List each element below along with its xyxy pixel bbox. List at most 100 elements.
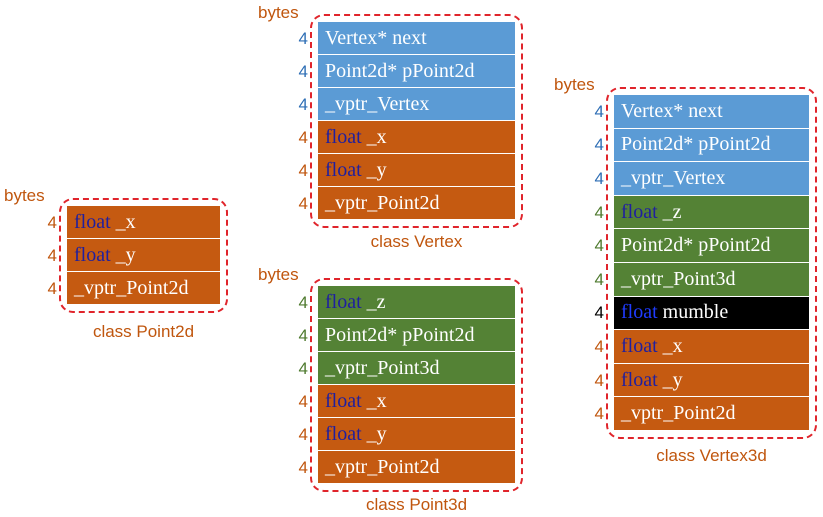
byte-size: 4: [298, 325, 308, 345]
member-name: _x: [657, 334, 683, 357]
type-keyword: float: [621, 368, 658, 391]
member-name: Point2d* pPoint2d: [621, 133, 771, 156]
type-keyword: float: [621, 200, 658, 223]
member-row: float _z: [614, 195, 809, 230]
bytes-label: bytes: [258, 265, 299, 284]
member-name: _vptr_Vertex: [325, 92, 430, 115]
member-row: _vptr_Point2d: [318, 451, 515, 484]
member-row: _vptr_Vertex: [318, 88, 515, 121]
byte-size: 4: [594, 303, 604, 323]
type-keyword: float: [621, 334, 658, 357]
member-name: _vptr_Point3d: [325, 356, 440, 379]
member-name: Vertex* next: [621, 99, 723, 122]
member-name: _x: [361, 125, 387, 148]
byte-size: 4: [298, 61, 308, 81]
dashed-frame: [606, 87, 817, 439]
type-keyword: float: [74, 243, 111, 266]
dashed-frame: [310, 14, 523, 228]
member-row: float mumble: [614, 296, 809, 331]
byte-size: 4: [594, 202, 604, 222]
byte-size: 4: [594, 169, 604, 188]
member-row: float _x: [67, 206, 220, 239]
member-name: _z: [361, 290, 386, 313]
type-keyword: float: [621, 301, 658, 324]
byte-size: 4: [298, 127, 308, 147]
member-row: float _y: [318, 154, 515, 187]
byte-size: 4: [47, 278, 57, 298]
member-name: _vptr_Point2d: [74, 276, 189, 299]
member-name: Point2d* pPoint2d: [325, 323, 475, 346]
member-row: _vptr_Point2d: [67, 272, 220, 305]
member-row: _vptr_Point2d: [318, 187, 515, 220]
member-name: _y: [361, 158, 387, 181]
byte-size: 4: [594, 135, 604, 155]
type-keyword: float: [325, 158, 362, 181]
member-name: _y: [657, 368, 683, 391]
byte-size: 4: [298, 94, 308, 114]
member-row: float _y: [67, 239, 220, 272]
member-row: _vptr_Point2d: [614, 397, 809, 431]
byte-size: 4: [47, 245, 57, 265]
member-name: _vptr_Point2d: [325, 455, 440, 478]
member-row: Point2d* pPoint2d: [614, 128, 809, 163]
byte-size: 4: [298, 292, 308, 312]
member-name: _vptr_Point2d: [621, 402, 736, 425]
byte-size: 4: [594, 101, 604, 121]
byte-size: 4: [298, 160, 308, 180]
member-row: float _x: [318, 121, 515, 154]
member-name: Point2d* pPoint2d: [621, 234, 771, 257]
member-row: _vptr_Point3d: [614, 263, 809, 297]
member-name: _x: [110, 210, 136, 233]
byte-size: 4: [594, 337, 604, 356]
member-row: float _x: [318, 385, 515, 418]
class-caption: class Vertex: [370, 232, 463, 251]
byte-size: 4: [298, 457, 308, 477]
member-row: Vertex* next: [614, 95, 809, 129]
byte-size: 4: [594, 370, 604, 390]
member-row: Point2d* pPoint2d: [318, 319, 515, 352]
member-name: _vptr_Vertex: [621, 166, 726, 189]
bytes-label: bytes: [258, 3, 299, 22]
member-name: _y: [361, 422, 387, 445]
bytes-label: bytes: [4, 186, 45, 205]
type-keyword: float: [325, 290, 362, 313]
type-keyword: float: [74, 210, 111, 233]
type-keyword: float: [325, 125, 362, 148]
byte-size: 4: [594, 404, 604, 424]
dashed-frame: [59, 198, 228, 313]
member-name: Vertex* next: [325, 26, 427, 49]
member-row: Point2d* pPoint2d: [614, 229, 809, 263]
member-name: _z: [657, 200, 682, 223]
member-name: _vptr_Point2d: [325, 191, 440, 214]
dashed-frame: [310, 278, 523, 492]
member-row: float _x: [614, 330, 809, 364]
byte-size: 4: [298, 391, 308, 411]
member-row: Point2d* pPoint2d: [318, 55, 515, 88]
member-row: float _y: [318, 418, 515, 451]
class-caption: class Point3d: [365, 495, 468, 514]
member-row: float _y: [614, 363, 809, 398]
member-row: _vptr_Vertex: [614, 162, 809, 196]
byte-size: 4: [594, 236, 604, 256]
member-row: _vptr_Point3d: [318, 352, 515, 385]
member-name: _vptr_Point3d: [621, 267, 736, 290]
byte-size: 4: [47, 212, 57, 232]
class-caption: class Point2d: [92, 322, 195, 341]
member-name: _y: [110, 243, 136, 266]
byte-size: 4: [298, 358, 308, 378]
member-name: Point2d* pPoint2d: [325, 59, 475, 82]
byte-size: 4: [298, 193, 308, 213]
class-caption: class Vertex3d: [656, 446, 767, 465]
member-row: Vertex* next: [318, 22, 515, 55]
member-row: float _z: [318, 286, 515, 319]
type-keyword: float: [325, 389, 362, 412]
byte-size: 4: [594, 269, 604, 289]
byte-size: 4: [298, 28, 308, 48]
byte-size: 4: [298, 424, 308, 444]
bytes-label: bytes: [554, 75, 595, 94]
type-keyword: float: [325, 422, 362, 445]
